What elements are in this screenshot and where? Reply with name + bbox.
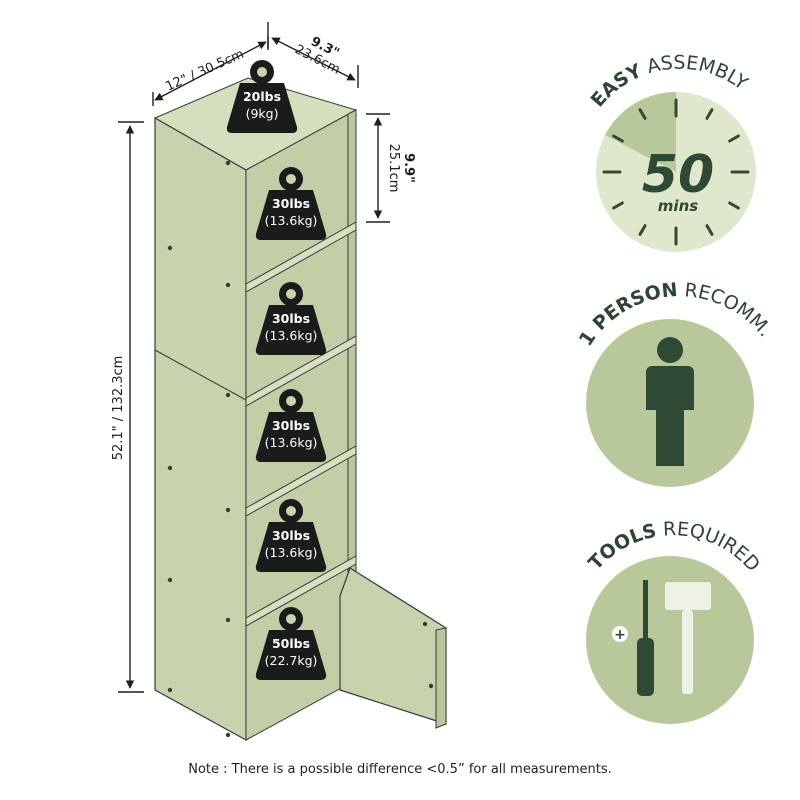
- clock-tick: [728, 134, 740, 143]
- weight-icon: 30lbs (13.6kg): [255, 282, 327, 355]
- assembly-title-rest: ASSEMBLY: [637, 52, 752, 95]
- door-edge: [435, 627, 447, 729]
- bookcase-side-panel: [154, 116, 247, 742]
- mallet-icon: [665, 582, 711, 694]
- clock-tick: [638, 224, 647, 236]
- clock-tick: [728, 201, 740, 210]
- clock-tick: [612, 134, 624, 143]
- shelf-cm-label: 25.1cm: [386, 144, 401, 193]
- dimension-shelf: 25.1cm 9.9": [366, 113, 416, 223]
- dimension-height: 52.1" / 132.3cm: [111, 121, 144, 693]
- weight-lbs: 30lbs: [272, 418, 310, 433]
- shelf: [245, 335, 357, 407]
- person-icon: [646, 337, 694, 466]
- assembly-time-unit: mins: [658, 197, 698, 215]
- dimension-width: 9.3" 23.6cm: [267, 22, 359, 88]
- clock-elapsed-wedge: [605, 91, 676, 172]
- phillips-plus-symbol: +: [614, 627, 626, 643]
- weight-kg: (13.6kg): [265, 213, 318, 228]
- clock-tick: [705, 108, 714, 120]
- tools-badge-circle: [586, 556, 754, 724]
- assembly-time-value: 50: [642, 145, 714, 205]
- measurement-note: Note : There is a possible difference <0…: [188, 762, 612, 777]
- weight-lbs: 50lbs: [272, 636, 310, 651]
- clock-tick: [638, 108, 647, 120]
- weight-icon: 50lbs (22.7kg): [255, 607, 327, 680]
- clock-tick: [612, 201, 624, 210]
- clock-tick: [705, 224, 714, 236]
- weight-kg: (22.7kg): [265, 653, 318, 668]
- weight-capacity-icons: 20lbs(9kg)30lbs(13.6kg)30lbs(13.6kg)30lb…: [226, 60, 327, 680]
- badge-easy-assembly: EASY ASSEMBLY 50 mins: [587, 52, 756, 252]
- clock-ticks: [602, 98, 750, 246]
- bookcase: [153, 77, 447, 742]
- weight-icon: 20lbs (9kg): [226, 60, 298, 133]
- weight-kg: (13.6kg): [265, 545, 318, 560]
- weight-icon: 30lbs (13.6kg): [255, 499, 327, 572]
- weight-lbs: 30lbs: [272, 528, 310, 543]
- weight-lbs: 30lbs: [272, 311, 310, 326]
- shelf-inch-label: 9.9": [401, 153, 416, 183]
- height-label: 52.1" / 132.3cm: [111, 356, 126, 461]
- weight-icon: 30lbs (13.6kg): [255, 167, 327, 240]
- badge-one-person: 1 PERSON RECOMM.: [575, 279, 776, 487]
- shelves: [245, 221, 357, 627]
- weight-kg: (13.6kg): [265, 328, 318, 343]
- weight-lbs: 20lbs: [243, 89, 281, 104]
- shelf: [245, 221, 357, 293]
- screwdriver-icon: +: [612, 580, 654, 696]
- weight-lbs: 30lbs: [272, 196, 310, 211]
- bolt-holes: [167, 160, 434, 738]
- weight-kg: (9kg): [246, 106, 279, 121]
- weight-icon: 30lbs (13.6kg): [255, 389, 327, 462]
- badge-tools-required: TOOLS REQUIRED +: [584, 518, 764, 724]
- shelf: [245, 555, 357, 627]
- weight-kg: (13.6kg): [265, 435, 318, 450]
- bookcase-door: [339, 567, 447, 725]
- shelf: [245, 445, 357, 517]
